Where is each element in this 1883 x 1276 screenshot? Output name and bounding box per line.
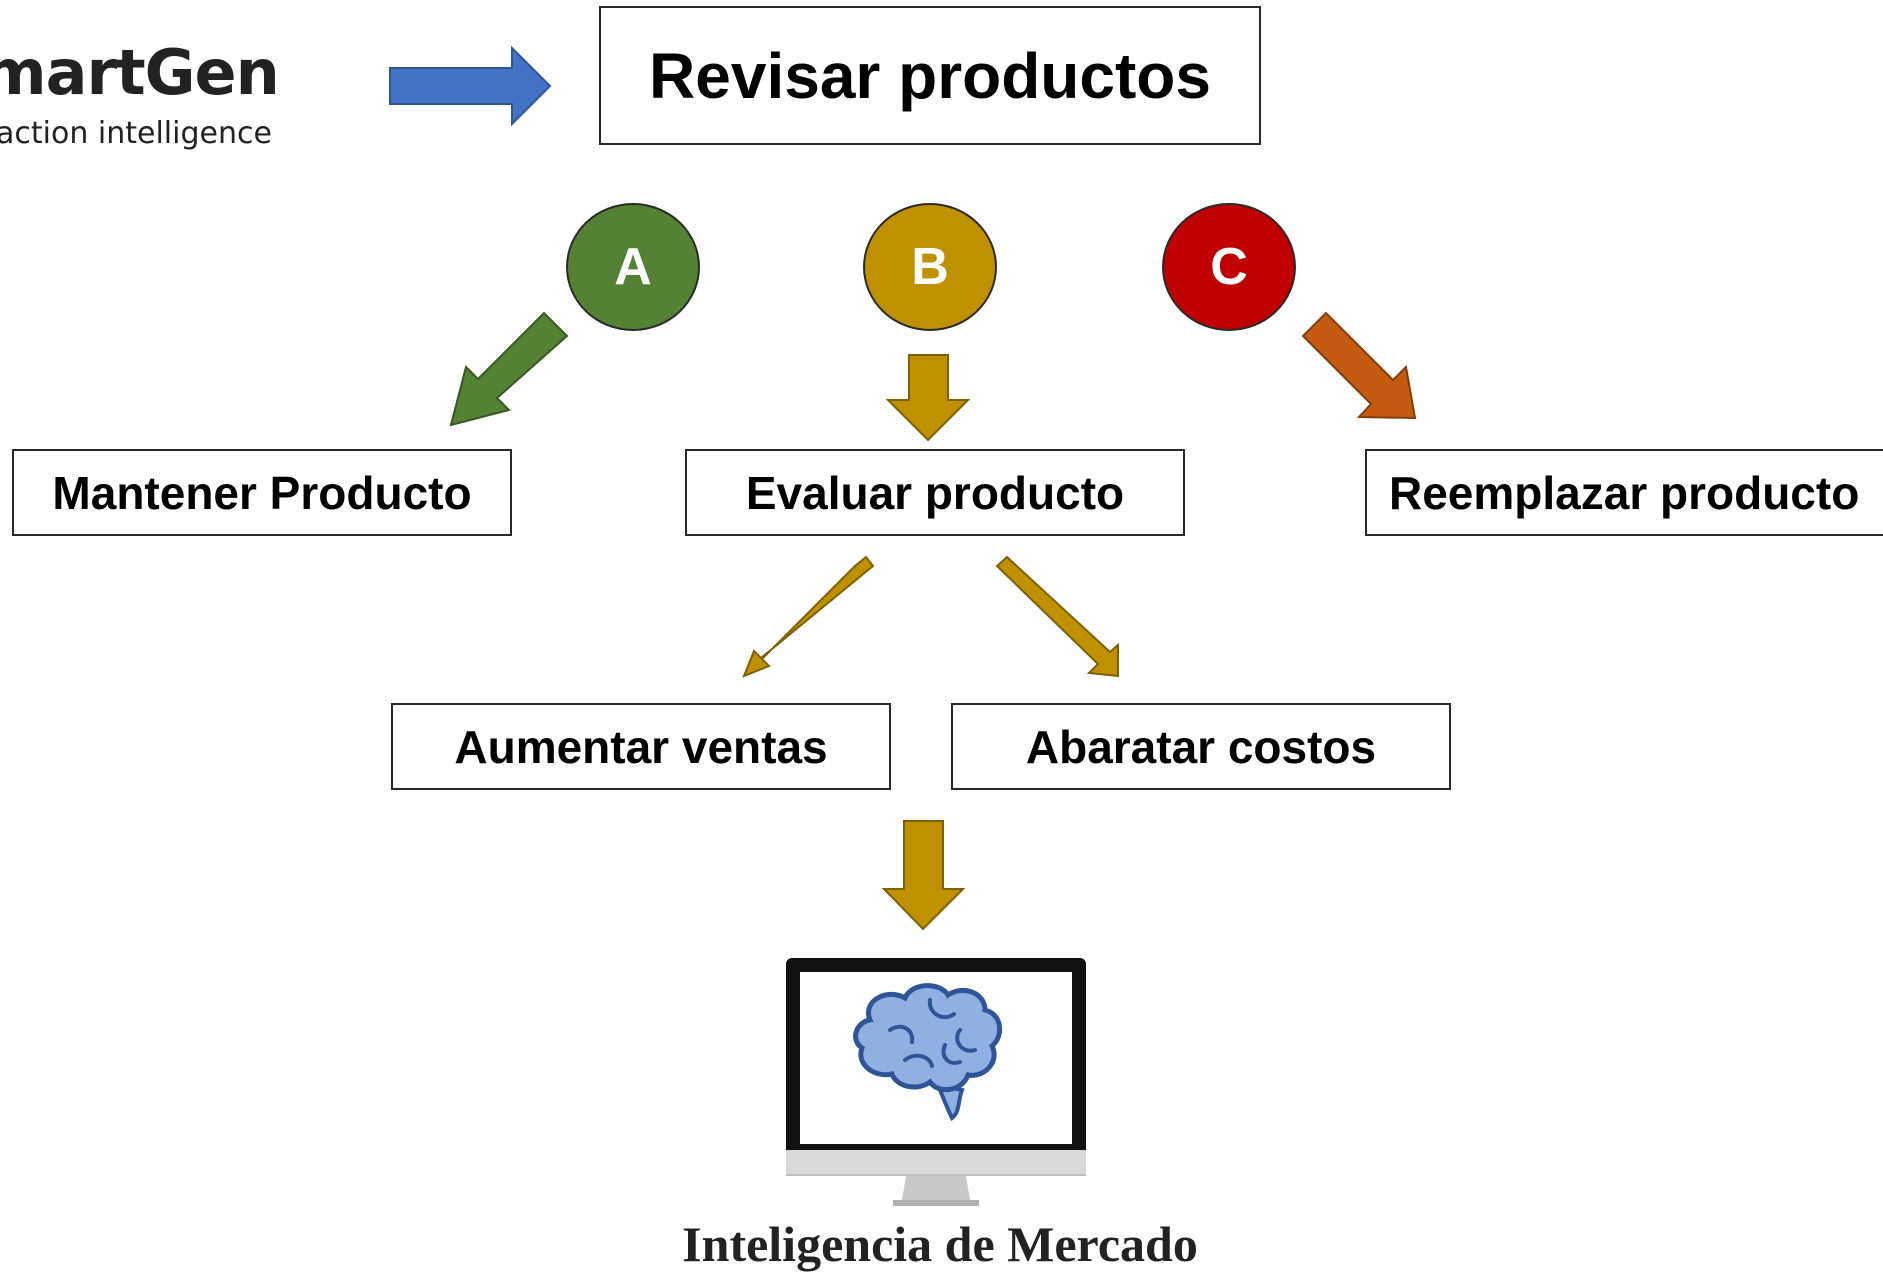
green-arrow-down-left-icon: [449, 311, 569, 427]
category-a-letter: A: [614, 238, 652, 296]
orange-arrow-down-right-icon: [1301, 311, 1417, 420]
category-b-letter: B: [911, 238, 949, 296]
cut-costs-box: Abaratar costos: [951, 703, 1451, 790]
category-c-letter: C: [1210, 238, 1248, 296]
logo-tagline: action intelligence: [0, 116, 272, 151]
cut-costs-label: Abaratar costos: [1025, 720, 1377, 773]
review-products-box: Revisar productos: [599, 6, 1261, 145]
evaluate-product-label: Evaluar producto: [745, 466, 1125, 519]
category-b-circle: B: [863, 203, 997, 331]
maintain-product-box: Mantener Producto: [12, 449, 512, 536]
increase-sales-box: Aumentar ventas: [391, 703, 891, 790]
category-a-circle: A: [566, 203, 700, 331]
evaluate-product-box: Evaluar producto: [685, 449, 1185, 536]
logo-wordmark: martGen: [0, 36, 280, 109]
gold-arrow-to-monitor-icon: [881, 820, 966, 931]
gold-arrow-to-sales-icon: [742, 555, 875, 678]
replace-product-box: Reemplazar producto: [1365, 449, 1883, 536]
brain-icon: [853, 983, 1003, 1122]
market-intelligence-caption: Inteligencia de Mercado: [682, 1216, 1198, 1272]
replace-product-label: Reemplazar producto: [1389, 466, 1860, 519]
increase-sales-label: Aumentar ventas: [454, 720, 828, 773]
gold-arrow-down-icon: [885, 354, 971, 442]
gold-arrow-to-costs-icon: [995, 555, 1119, 678]
maintain-product-label: Mantener Producto: [52, 466, 472, 519]
review-products-label: Revisar productos: [649, 39, 1211, 112]
category-c-circle: C: [1162, 203, 1296, 331]
blue-arrow-right-icon: [389, 45, 552, 127]
